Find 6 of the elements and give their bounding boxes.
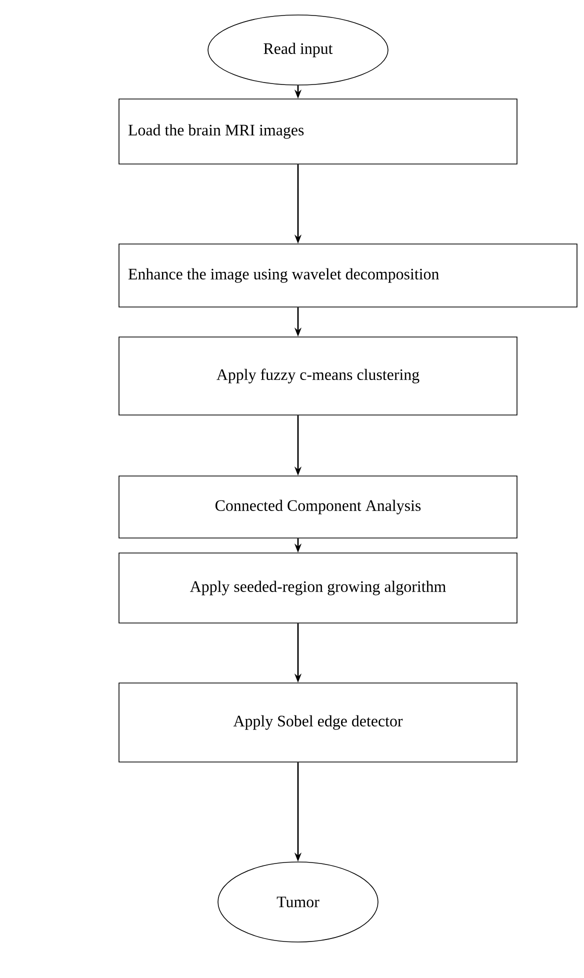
process-box: Load the brain MRI images bbox=[118, 98, 518, 164]
process-box: Enhance the image using wavelet decomposition bbox=[118, 244, 578, 308]
process-box: Connected Component Analysis bbox=[118, 476, 518, 538]
process-box: Apply Sobel edge detector bbox=[118, 682, 518, 762]
process-box: Apply seeded-region growing algorithm bbox=[118, 552, 518, 624]
process-box: Apply fuzzy c-means clustering bbox=[118, 336, 518, 416]
